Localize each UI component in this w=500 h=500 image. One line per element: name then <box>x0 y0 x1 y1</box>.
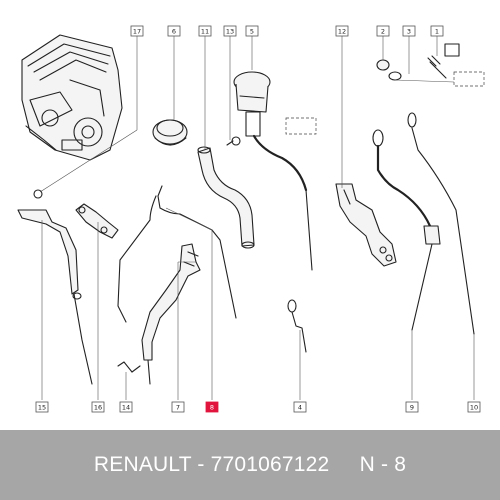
callout-15: 15 <box>35 401 49 413</box>
svg-text:2: 2 <box>381 28 385 36</box>
callout-13: 13 <box>223 25 237 37</box>
svg-text:5: 5 <box>250 28 254 36</box>
oil-guide-15 <box>17 189 93 385</box>
svg-text:7: 7 <box>176 404 180 412</box>
footer-text: RENAULT - 7701067122 N - 8 <box>94 453 406 477</box>
leader-lines <box>39 36 475 400</box>
svg-text:15: 15 <box>38 404 46 412</box>
svg-text:1: 1 <box>435 28 439 36</box>
callout-6: 6 <box>167 25 181 37</box>
o-ring-3 <box>388 71 402 81</box>
engine-block-illustration <box>21 34 123 161</box>
svg-text:9: 9 <box>410 404 414 412</box>
bolt-13 <box>226 136 241 146</box>
svg-text:12: 12 <box>338 28 346 36</box>
callout-8-highlighted: 8 <box>205 401 219 413</box>
brand-name: RENAULT <box>93 453 192 476</box>
small-dipstick-4 <box>287 299 307 353</box>
oil-dipstick-8 <box>117 185 237 323</box>
callout-1: 1 <box>430 25 444 37</box>
callout-12: 12 <box>335 25 349 37</box>
callout-7: 7 <box>171 401 185 413</box>
bracket-16 <box>75 203 119 239</box>
dipstick-guide-tube-assembly <box>233 71 317 271</box>
callout-4: 4 <box>293 401 307 413</box>
svg-text:17: 17 <box>133 28 141 36</box>
svg-text:11: 11 <box>201 28 209 36</box>
svg-text:14: 14 <box>122 404 130 412</box>
bracket-assembly <box>335 183 397 267</box>
seal-2 <box>376 59 390 71</box>
sensor-1 <box>427 55 447 79</box>
callout-16: 16 <box>91 401 105 413</box>
oil-filler-cap <box>152 119 188 146</box>
dipstick-far-right <box>407 112 475 335</box>
svg-text:13: 13 <box>226 28 234 36</box>
svg-text:3: 3 <box>407 28 411 36</box>
svg-text:16: 16 <box>94 404 102 412</box>
separator: - <box>191 453 211 476</box>
svg-text:4: 4 <box>298 404 302 412</box>
callout-14: 14 <box>119 401 133 413</box>
breather-hose <box>197 146 255 249</box>
callout-17: 17 <box>130 25 144 37</box>
svg-text:8: 8 <box>210 404 214 412</box>
svg-text:10: 10 <box>470 404 478 412</box>
diagram-ref: N - 8 <box>359 453 407 476</box>
callout-3: 3 <box>402 25 416 37</box>
small-parts-top-right <box>376 43 485 87</box>
svg-text:6: 6 <box>172 28 176 36</box>
callout-10: 10 <box>467 401 481 413</box>
exploded-parts-diagram: 17 6 11 13 5 12 2 3 1 15 16 14 7 8 4 9 1… <box>17 25 485 413</box>
callout-2: 2 <box>376 25 390 37</box>
callout-11: 11 <box>198 25 212 37</box>
callout-9: 9 <box>405 401 419 413</box>
dipstick-guide-tube-7 <box>141 243 201 385</box>
footer-bar: RENAULT - 7701067122 N - 8 <box>0 430 500 500</box>
dipstick-tube-right <box>372 129 441 331</box>
callout-5: 5 <box>245 25 259 37</box>
spacer <box>329 453 359 476</box>
diagram-canvas: 17 6 11 13 5 12 2 3 1 15 16 14 7 8 4 9 1… <box>17 25 485 413</box>
part-number: 7701067122 <box>210 453 330 476</box>
bolt-14 <box>117 361 141 373</box>
